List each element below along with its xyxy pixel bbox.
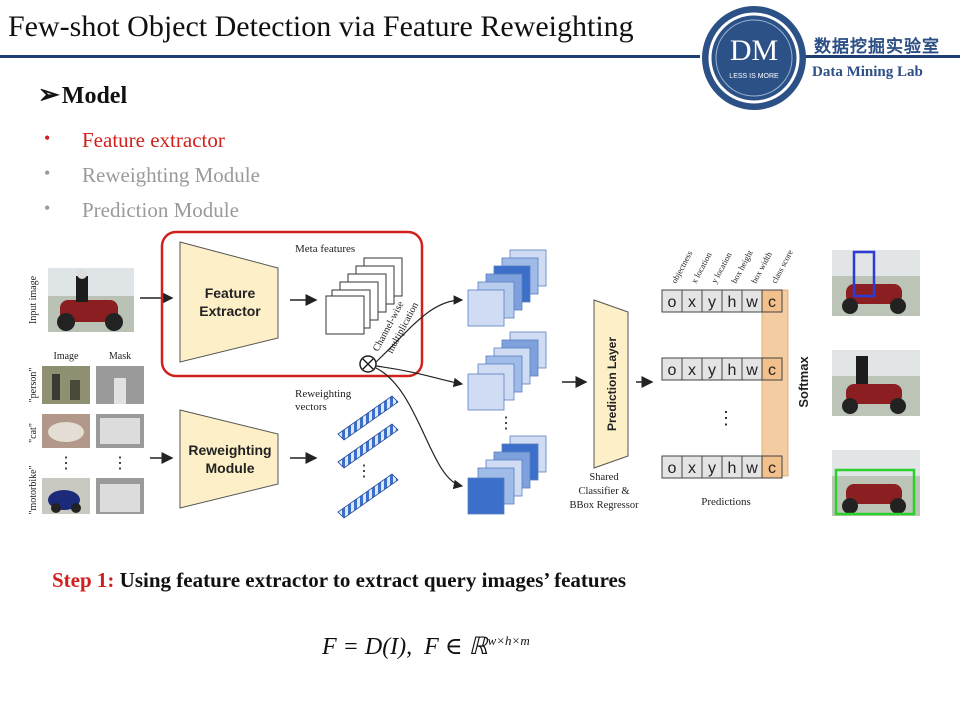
support-image-cat xyxy=(42,414,90,448)
svg-text:⋮: ⋮ xyxy=(498,415,514,432)
section-label: Model xyxy=(61,83,128,109)
reweighted-features-2 xyxy=(467,331,547,411)
shared-label-2: Classifier & xyxy=(578,486,629,497)
step-text: Using feature extractor to extract query… xyxy=(119,568,627,592)
support-image-motorbike xyxy=(42,478,90,514)
lab-logo: DM LESS IS MORE xyxy=(702,6,806,110)
cell-y: y xyxy=(708,294,716,311)
reweighting-module-block xyxy=(179,409,279,509)
cell-w: w xyxy=(745,460,758,477)
feature-extractor-label-2: Extractor xyxy=(199,303,261,319)
cell-y: y xyxy=(708,362,716,379)
cell-h: h xyxy=(728,294,737,311)
bullet-reweighting-module: Reweighting Module xyxy=(44,163,260,198)
softmax-label: Softmax xyxy=(796,356,811,408)
prediction-row-3: o x y h w c xyxy=(661,455,783,479)
softmax-column xyxy=(761,289,789,477)
output-image-2 xyxy=(832,350,920,416)
cell-w: w xyxy=(745,362,758,379)
reweighting-vectors-label-2: vectors xyxy=(295,401,327,413)
support-mask-motorbike xyxy=(96,478,144,514)
svg-text:⋮: ⋮ xyxy=(356,463,372,480)
reweighted-features-1 xyxy=(467,249,547,327)
feature-extractor-block xyxy=(179,241,279,363)
bullet-prediction-module: Prediction Module xyxy=(44,198,260,233)
feature-formula: F = D(I), F ∈ ℝw×h×m xyxy=(322,632,530,661)
logo-text: DM xyxy=(730,34,778,67)
title-divider-right xyxy=(792,55,960,58)
class-person-label: "person" xyxy=(28,368,39,403)
logo-subtext: LESS IS MORE xyxy=(729,73,779,80)
bullet-feature-extractor: Feature extractor xyxy=(44,128,260,163)
cell-y: y xyxy=(708,460,716,477)
cell-h: h xyxy=(728,460,737,477)
cell-c: c xyxy=(768,362,776,379)
prediction-row-2: o x y h w c xyxy=(661,357,783,381)
cell-c: c xyxy=(768,460,776,477)
mask-column-label: Mask xyxy=(109,351,131,362)
svg-text:⋮: ⋮ xyxy=(58,455,74,472)
meta-features-label: Meta features xyxy=(295,243,355,255)
arrow-bullet-icon: ➢ xyxy=(38,80,60,109)
cell-o: o xyxy=(668,294,677,311)
support-mask-person xyxy=(96,366,144,404)
class-cat-label: "cat" xyxy=(28,423,39,443)
class-motorbike-label: "motorbike" xyxy=(28,465,39,514)
cell-h: h xyxy=(728,362,737,379)
section-heading: ➢Model xyxy=(38,80,127,110)
step-1-description: Step 1: Using feature extractor to extra… xyxy=(52,568,626,593)
formula-lhs: F = D(I), xyxy=(322,634,413,660)
reweighted-features-3 xyxy=(467,435,547,515)
reweighting-vectors-label-1: Reweighting xyxy=(295,388,352,400)
cell-x: x xyxy=(688,362,696,379)
meta-feature-stack xyxy=(325,257,403,335)
slide-title: Few-shot Object Detection via Feature Re… xyxy=(8,10,634,43)
image-column-label: Image xyxy=(54,351,80,362)
shared-label-3: BBox Regressor xyxy=(569,500,639,511)
prediction-layer-block xyxy=(593,299,629,469)
reweighting-module-label-2: Module xyxy=(206,460,255,476)
cell-o: o xyxy=(668,362,677,379)
prediction-layer-label: Prediction Layer xyxy=(605,337,619,431)
input-photo xyxy=(48,268,134,332)
formula-rhs: F ∈ ℝ xyxy=(424,634,488,660)
architecture-diagram: Input image Feature Extractor Meta featu… xyxy=(28,230,920,519)
cell-w: w xyxy=(745,294,758,311)
feature-extractor-label-1: Feature xyxy=(205,285,256,301)
output-image-1 xyxy=(832,250,920,316)
output-image-3 xyxy=(832,450,920,516)
module-list: Feature extractor Reweighting Module Pre… xyxy=(44,128,260,233)
cell-x: x xyxy=(688,294,696,311)
prediction-row-1: o x y h w c xyxy=(661,289,783,313)
cell-x: x xyxy=(688,460,696,477)
header-class-score: class score xyxy=(769,248,795,285)
svg-text:⋮: ⋮ xyxy=(112,455,128,472)
cell-o: o xyxy=(668,460,677,477)
reweighting-vectors xyxy=(337,395,399,519)
lab-name-en: Data Mining Lab xyxy=(812,64,923,80)
shared-label-1: Shared xyxy=(589,472,619,483)
prediction-headers: objectness x location y location box hei… xyxy=(669,248,795,285)
feature-extractor-highlight xyxy=(160,230,424,378)
multiply-operator-icon xyxy=(359,355,377,373)
support-mask-cat xyxy=(96,414,144,448)
svg-text:⋮: ⋮ xyxy=(717,408,735,428)
input-image-label: Input image xyxy=(28,275,39,324)
cell-c: c xyxy=(768,294,776,311)
formula-superscript: w×h×m xyxy=(487,633,530,648)
predictions-label: Predictions xyxy=(701,496,751,508)
title-divider xyxy=(0,55,700,58)
reweighting-module-label-1: Reweighting xyxy=(188,442,271,458)
lab-name-cn: 数据挖掘实验室 xyxy=(814,37,940,57)
support-image-person xyxy=(42,366,90,404)
step-label: Step 1: xyxy=(52,568,115,592)
